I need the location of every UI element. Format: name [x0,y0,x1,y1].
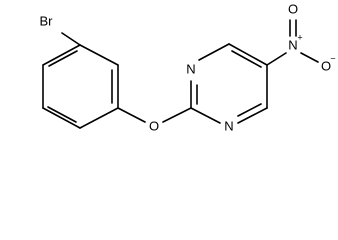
bond-o-c2 [162,107,192,123]
nitro-oxygen-side-charge: − [330,53,335,63]
bond-c-br [61,32,81,46]
bond-n-o-side [300,52,319,63]
bond-c5-c4 [42,44,81,66]
double-bond-inner-bottom [47,106,77,123]
double-bond-inner-bottom [237,103,262,117]
nitro-nitrogen-label: N [288,37,297,52]
bond-c6-c5 [228,43,268,66]
bromine-label: Br [40,13,54,28]
ether-oxygen-label: O [149,118,159,133]
n3-label: N [224,118,233,133]
bond-c-n-nitro [266,52,287,66]
nitro-oxygen-side-label: O [321,58,331,73]
bond-c4-n3 [237,107,268,124]
pyrimidine-ring [190,43,268,124]
bond-c4-c3 [79,44,119,66]
double-bond-inner-top [48,50,78,67]
n1-label: N [186,61,195,76]
bond-n3-c2 [190,107,221,124]
molecule-structure: Br O N N N + O O − [40,1,336,133]
nitro-oxygen-top-label: O [288,1,298,16]
bond-n1-c6 [198,43,230,61]
nitro-nitrogen-charge: + [297,32,302,42]
double-bond-inner-top [231,50,262,68]
structure-canvas: Br O N N N + O O − [40,1,336,133]
bond-c-o [117,107,146,123]
bromophenyl-ring [42,44,119,129]
bond-c1-c6 [42,107,81,129]
bond-c2-c1 [79,107,119,129]
